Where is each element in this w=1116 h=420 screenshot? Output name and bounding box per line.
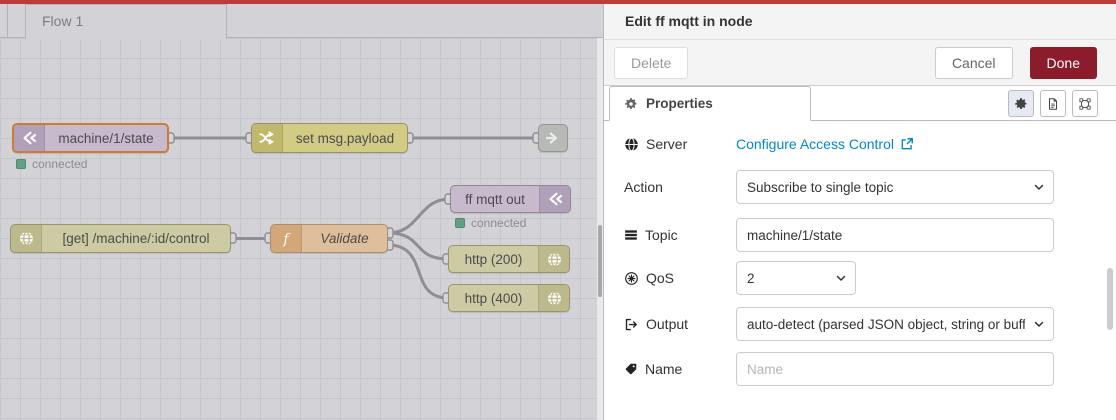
globe-icon bbox=[538, 246, 569, 272]
delete-button[interactable]: Delete bbox=[614, 46, 689, 79]
status-text: connected bbox=[32, 157, 88, 171]
flow-tab-bar bbox=[0, 4, 603, 38]
sign-out-icon bbox=[624, 317, 639, 332]
editor-tool-buttons bbox=[1008, 90, 1098, 117]
node-mqtt-out[interactable]: ff mqtt out bbox=[450, 185, 571, 213]
node-label: ff mqtt out bbox=[465, 191, 525, 207]
cancel-button[interactable]: Cancel bbox=[934, 46, 1013, 79]
node-mqtt-in[interactable]: machine/1/state bbox=[12, 123, 169, 153]
node-label: machine/1/state bbox=[58, 130, 154, 146]
action-label: Action bbox=[624, 179, 663, 195]
mqtt-icon bbox=[539, 186, 570, 212]
server-label: Server bbox=[624, 136, 736, 152]
qos-select[interactable]: 2 bbox=[736, 261, 856, 295]
link-out-arrow-icon bbox=[539, 125, 567, 151]
canvas-scrollbar[interactable] bbox=[597, 38, 603, 420]
node-function[interactable]: f Validate bbox=[270, 224, 388, 253]
field-row-output: Output auto-detect (parsed JSON object, … bbox=[624, 307, 1054, 341]
edit-node-panel: Edit ff mqtt in node Delete Cancel Done … bbox=[603, 4, 1116, 420]
field-row-server: Server Configure Access Control bbox=[624, 136, 914, 152]
flow-tab-label: Flow 1 bbox=[42, 13, 84, 29]
configure-access-control-link[interactable]: Configure Access Control bbox=[736, 136, 914, 152]
edit-panel-tabs: Properties bbox=[604, 86, 1116, 121]
external-link-icon bbox=[900, 137, 914, 151]
output-select[interactable]: auto-detect (parsed JSON object, string … bbox=[736, 307, 1054, 341]
chevron-down-icon bbox=[1033, 318, 1045, 330]
node-label: http (200) bbox=[464, 251, 523, 267]
name-input[interactable] bbox=[736, 352, 1054, 386]
status-dot-icon bbox=[455, 218, 465, 228]
node-label: http (400) bbox=[464, 290, 523, 306]
gear-icon bbox=[624, 97, 638, 111]
edit-panel-header: Edit ff mqtt in node bbox=[604, 4, 1116, 40]
shuffle-icon bbox=[252, 124, 283, 152]
node-link-out[interactable] bbox=[538, 124, 568, 152]
panel-scrollbar-thumb[interactable] bbox=[1107, 268, 1113, 330]
node-label: set msg.payload bbox=[295, 130, 395, 146]
done-button[interactable]: Done bbox=[1029, 46, 1097, 79]
edit-panel-button-row: Delete Cancel Done bbox=[604, 40, 1116, 86]
globe-icon bbox=[538, 285, 569, 311]
qos-label: QoS bbox=[624, 270, 736, 286]
edit-panel-title: Edit ff mqtt in node bbox=[625, 13, 753, 29]
output-label: Output bbox=[624, 316, 736, 332]
tab-flow-1[interactable]: Flow 1 bbox=[25, 4, 227, 39]
svg-text:f: f bbox=[283, 231, 291, 247]
canvas-scrollbar-thumb[interactable] bbox=[598, 225, 602, 297]
description-document-button[interactable] bbox=[1040, 90, 1066, 117]
status-dot-icon bbox=[16, 159, 26, 169]
globe-icon bbox=[624, 137, 639, 152]
flow-canvas[interactable]: Flow 1 bbox=[0, 4, 603, 420]
status-text: connected bbox=[471, 216, 527, 230]
tab-properties[interactable]: Properties bbox=[609, 86, 811, 121]
name-label: Name bbox=[624, 361, 736, 377]
node-http-response-200[interactable]: http (200) bbox=[448, 245, 570, 273]
top-accent-bar bbox=[0, 0, 1116, 4]
node-change[interactable]: set msg.payload bbox=[251, 123, 408, 153]
node-http-response-400[interactable]: http (400) bbox=[448, 284, 570, 312]
node-status-mqtt-out: connected bbox=[455, 216, 526, 230]
tab-properties-label: Properties bbox=[646, 96, 713, 111]
tasks-icon bbox=[624, 228, 638, 242]
wire[interactable] bbox=[386, 243, 450, 300]
wire[interactable] bbox=[386, 197, 452, 235]
qos-circle-star-icon bbox=[624, 271, 639, 286]
appearance-button[interactable] bbox=[1072, 90, 1098, 117]
chevron-down-icon bbox=[1033, 181, 1045, 193]
function-icon: f bbox=[271, 225, 302, 252]
node-label: Validate bbox=[320, 231, 369, 246]
node-http-in[interactable]: [get] /machine/:id/control bbox=[10, 224, 231, 253]
tag-icon bbox=[624, 362, 638, 376]
properties-gear-button[interactable] bbox=[1008, 90, 1034, 117]
partial-tab-stub bbox=[0, 4, 8, 38]
topic-input[interactable] bbox=[736, 218, 1054, 252]
properties-form: Server Configure Access Control Action bbox=[604, 121, 1116, 420]
globe-icon bbox=[11, 225, 42, 252]
field-row-qos: QoS 2 bbox=[624, 261, 856, 295]
wire[interactable] bbox=[386, 231, 450, 261]
chevron-down-icon bbox=[835, 272, 847, 284]
field-row-action: Action Subscribe to single topic bbox=[624, 170, 1054, 204]
field-row-name: Name bbox=[624, 352, 1054, 386]
field-row-topic: Topic bbox=[624, 218, 1054, 252]
node-status-mqtt-in: connected bbox=[16, 157, 87, 171]
mqtt-icon bbox=[14, 125, 45, 151]
action-select[interactable]: Subscribe to single topic bbox=[736, 170, 1054, 204]
node-label: [get] /machine/:id/control bbox=[62, 231, 210, 246]
topic-label: Topic bbox=[624, 227, 736, 243]
